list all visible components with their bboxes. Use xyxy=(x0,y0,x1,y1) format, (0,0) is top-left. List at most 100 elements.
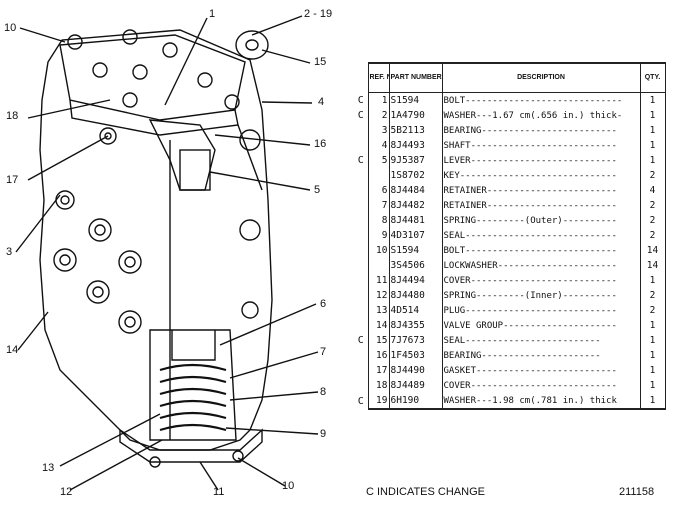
ref-no-cell: 3 xyxy=(367,123,390,138)
qty-cell: 1 xyxy=(639,123,666,138)
description-cell: RETAINER------------------------ xyxy=(441,183,641,198)
ref-no-cell: 19 xyxy=(367,393,390,410)
change-mark xyxy=(354,213,368,228)
qty-cell: 1 xyxy=(639,138,666,153)
qty-cell: 2 xyxy=(639,228,666,243)
change-mark xyxy=(354,138,368,153)
part-number-cell: 8J4484 xyxy=(388,183,443,198)
callout-7: 7 xyxy=(320,346,327,358)
description-cell: GASKET-------------------------- xyxy=(441,363,641,378)
callout-18: 18 xyxy=(6,110,19,122)
change-mark xyxy=(354,273,368,288)
change-mark xyxy=(354,348,368,363)
ref-no-cell: 5 xyxy=(367,153,390,168)
part-number-cell: 1S8702 xyxy=(388,168,443,183)
description-cell: RETAINER------------------------ xyxy=(441,198,641,213)
part-number-cell: 1F4503 xyxy=(388,348,443,363)
change-mark xyxy=(354,378,368,393)
table-header-row: REF. NO. PART NUMBER DESCRIPTION QTY. xyxy=(354,62,666,93)
description-cell: LEVER--------------------------- xyxy=(441,153,641,168)
callout-16: 16 xyxy=(314,138,327,150)
ref-no-cell xyxy=(367,258,390,273)
change-mark xyxy=(354,228,368,243)
part-number-cell: 4D514 xyxy=(388,303,443,318)
parts-list-table: REF. NO. PART NUMBER DESCRIPTION QTY. C1… xyxy=(354,62,666,410)
qty-cell: 1 xyxy=(639,318,666,333)
part-number-cell: 1A4790 xyxy=(388,108,443,123)
qty-cell: 1 xyxy=(639,273,666,288)
change-mark xyxy=(354,183,368,198)
part-number-cell: 6H190 xyxy=(388,393,443,410)
part-number-cell: 8J4481 xyxy=(388,213,443,228)
ref-no-cell: 1 xyxy=(367,92,390,108)
header-part-number: PART NUMBER xyxy=(388,62,443,93)
ref-no-cell: 9 xyxy=(367,228,390,243)
qty-cell: 1 xyxy=(639,393,666,410)
ref-no-cell: 15 xyxy=(367,333,390,348)
description-cell: KEY----------------------------- xyxy=(441,168,641,183)
part-number-cell: S1594 xyxy=(388,243,443,258)
change-mark: C xyxy=(357,94,364,106)
description-cell: SEAL---------------------------- xyxy=(441,228,641,243)
change-mark xyxy=(354,258,368,273)
callout-17: 17 xyxy=(6,174,19,186)
description-cell: BOLT----------------------------- xyxy=(441,92,641,108)
part-number-cell: 3S4506 xyxy=(388,258,443,273)
callout-8: 8 xyxy=(320,386,327,398)
callout-10-bottom: 10 xyxy=(282,480,295,492)
change-mark xyxy=(354,363,368,378)
change-mark xyxy=(354,198,368,213)
ref-no-cell: 8 xyxy=(367,213,390,228)
ref-no-cell: 2 xyxy=(367,108,390,123)
change-mark xyxy=(354,288,368,303)
callout-13: 13 xyxy=(42,462,55,474)
ref-no-cell: 11 xyxy=(367,273,390,288)
part-number-cell: 8J4489 xyxy=(388,378,443,393)
qty-cell: 2 xyxy=(639,213,666,228)
ref-no-cell: 17 xyxy=(367,363,390,378)
description-cell: SPRING---------(Inner)---------- xyxy=(441,288,641,303)
description-cell: BOLT---------------------------- xyxy=(441,243,641,258)
part-number-cell: 9J5387 xyxy=(388,153,443,168)
ref-no-cell: 16 xyxy=(367,348,390,363)
part-number-cell: 8J4482 xyxy=(388,198,443,213)
header-qty: QTY. xyxy=(639,62,666,93)
callout-1: 1 xyxy=(209,8,216,20)
part-number-cell: 8J4493 xyxy=(388,138,443,153)
part-number-cell: 5B2113 xyxy=(388,123,443,138)
qty-cell: 2 xyxy=(639,288,666,303)
callout-2-19: 2 - 19 xyxy=(304,8,333,20)
description-cell: WASHER---1.98 cm(.781 in.) thick xyxy=(441,393,641,410)
description-cell: BEARING------------------------- xyxy=(441,123,641,138)
ref-no-cell xyxy=(367,168,390,183)
callout-3: 3 xyxy=(6,246,13,258)
header-description: DESCRIPTION xyxy=(441,62,641,93)
change-mark: C xyxy=(357,155,364,166)
callout-6: 6 xyxy=(320,298,327,310)
part-number-cell: 8J4490 xyxy=(388,363,443,378)
ref-no-cell: 13 xyxy=(367,303,390,318)
callout-4: 4 xyxy=(318,96,325,108)
part-number-cell: S1594 xyxy=(388,92,443,108)
description-cell: SPRING---------(Outer)---------- xyxy=(441,213,641,228)
change-mark xyxy=(354,243,368,258)
description-cell: COVER--------------------------- xyxy=(441,378,641,393)
callout-10: 10 xyxy=(4,22,17,34)
